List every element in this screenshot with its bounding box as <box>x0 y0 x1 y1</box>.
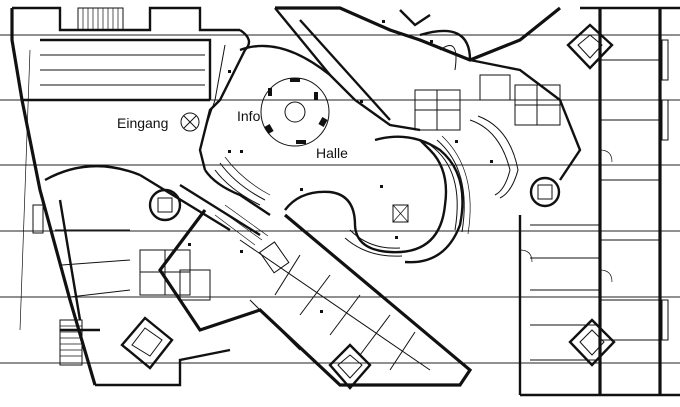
stair-core-bottom-right <box>568 318 616 367</box>
revolving-door-icon <box>180 112 200 132</box>
hall-walls <box>204 44 471 264</box>
info-label: Info <box>237 108 261 124</box>
entrance-label: Eingang <box>117 115 168 131</box>
stair-core-top-right <box>566 23 614 70</box>
stair-top-left <box>77 7 124 31</box>
diagonal-wing-walls <box>139 173 473 390</box>
info-desk <box>260 77 330 147</box>
stair-core-round-right <box>529 176 561 208</box>
entrance-facade <box>180 29 251 171</box>
upper-right-wing-walls <box>274 6 582 199</box>
hall-label: Halle <box>316 145 348 161</box>
right-wing-walls <box>518 6 680 397</box>
stair-core-round-left <box>148 188 182 222</box>
stair-bottom-left <box>59 319 83 366</box>
stair-core-bottom-left <box>120 316 174 370</box>
stair-core-bottom-middle <box>328 343 372 390</box>
left-wing-walls <box>10 6 240 387</box>
